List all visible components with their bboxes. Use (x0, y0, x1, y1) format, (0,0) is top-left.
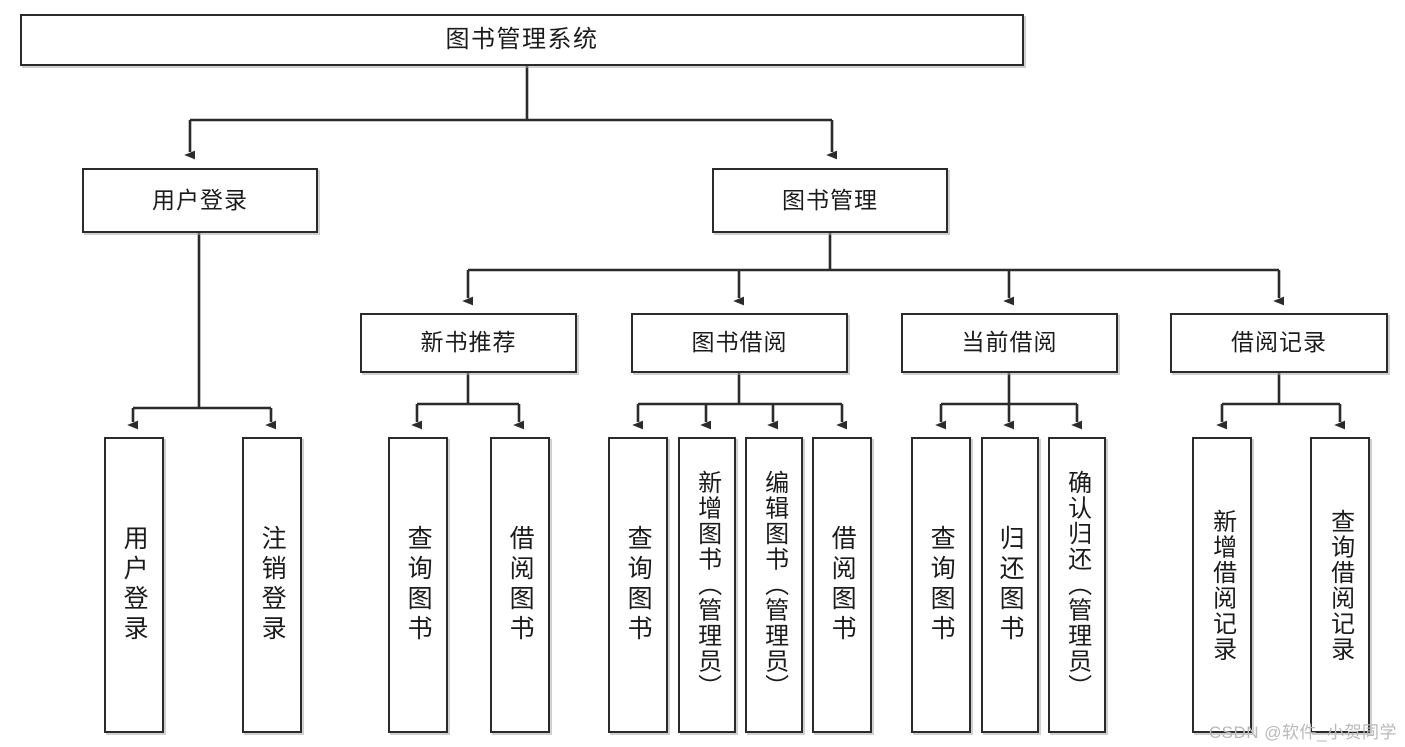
node-label: 确认归还（管理员） (1063, 470, 1091, 700)
node-new-book-recommend[interactable]: 新书推荐 (360, 313, 577, 373)
node-label: 借阅记录 (1231, 329, 1327, 356)
node-label: 查询借阅记录 (1326, 508, 1354, 662)
node-label: 图书借阅 (691, 329, 788, 356)
node-label: 新书推荐 (420, 329, 517, 356)
node-leaf-query-borrow-record[interactable]: 查询借阅记录 (1310, 437, 1370, 733)
node-label: 当前借阅 (961, 329, 1058, 356)
watermark-text: CSDN @软件_小贺同学 (1208, 723, 1397, 742)
node-leaf-confirm-return-admin[interactable]: 确认归还（管理员） (1048, 437, 1106, 733)
node-label: 注销登录 (258, 525, 287, 645)
node-label: 借阅图书 (506, 525, 535, 645)
node-label: 用户登录 (152, 186, 248, 213)
node-leaf-return-book[interactable]: 归还图书 (981, 437, 1039, 733)
node-label: 查询图书 (624, 525, 653, 645)
node-leaf-borrow-book-recommend[interactable]: 借阅图书 (490, 437, 550, 733)
node-label: 图书管理 (782, 186, 878, 213)
node-leaf-add-borrow-record[interactable]: 新增借阅记录 (1192, 437, 1252, 733)
node-current-borrow[interactable]: 当前借阅 (901, 313, 1118, 373)
node-book-borrow[interactable]: 图书借阅 (631, 313, 848, 373)
node-label: 查询图书 (927, 525, 956, 645)
node-leaf-borrow-book[interactable]: 借阅图书 (812, 437, 872, 733)
node-leaf-edit-book-admin[interactable]: 编辑图书（管理员） (745, 437, 803, 733)
node-label: 用户登录 (120, 525, 149, 645)
node-borrow-record[interactable]: 借阅记录 (1170, 313, 1388, 373)
node-user-login[interactable]: 用户登录 (82, 168, 318, 233)
node-leaf-user-login[interactable]: 用户登录 (104, 437, 164, 733)
node-label: 编辑图书（管理员） (760, 470, 788, 700)
node-leaf-query-book-borrow[interactable]: 查询图书 (608, 437, 668, 733)
node-leaf-query-book-recommend[interactable]: 查询图书 (388, 437, 448, 733)
node-root-book-management-system[interactable]: 图书管理系统 (20, 14, 1024, 66)
node-label: 新增图书（管理员） (693, 470, 721, 700)
node-label: 查询图书 (404, 525, 433, 645)
node-leaf-query-book-current[interactable]: 查询图书 (911, 437, 971, 733)
node-label: 图书管理系统 (445, 25, 599, 53)
node-leaf-add-book-admin[interactable]: 新增图书（管理员） (678, 437, 736, 733)
node-label: 借阅图书 (828, 525, 857, 645)
node-label: 新增借阅记录 (1208, 508, 1236, 662)
node-leaf-logout-login[interactable]: 注销登录 (242, 437, 302, 733)
node-book-management[interactable]: 图书管理 (712, 168, 948, 233)
node-label: 归还图书 (996, 525, 1025, 645)
